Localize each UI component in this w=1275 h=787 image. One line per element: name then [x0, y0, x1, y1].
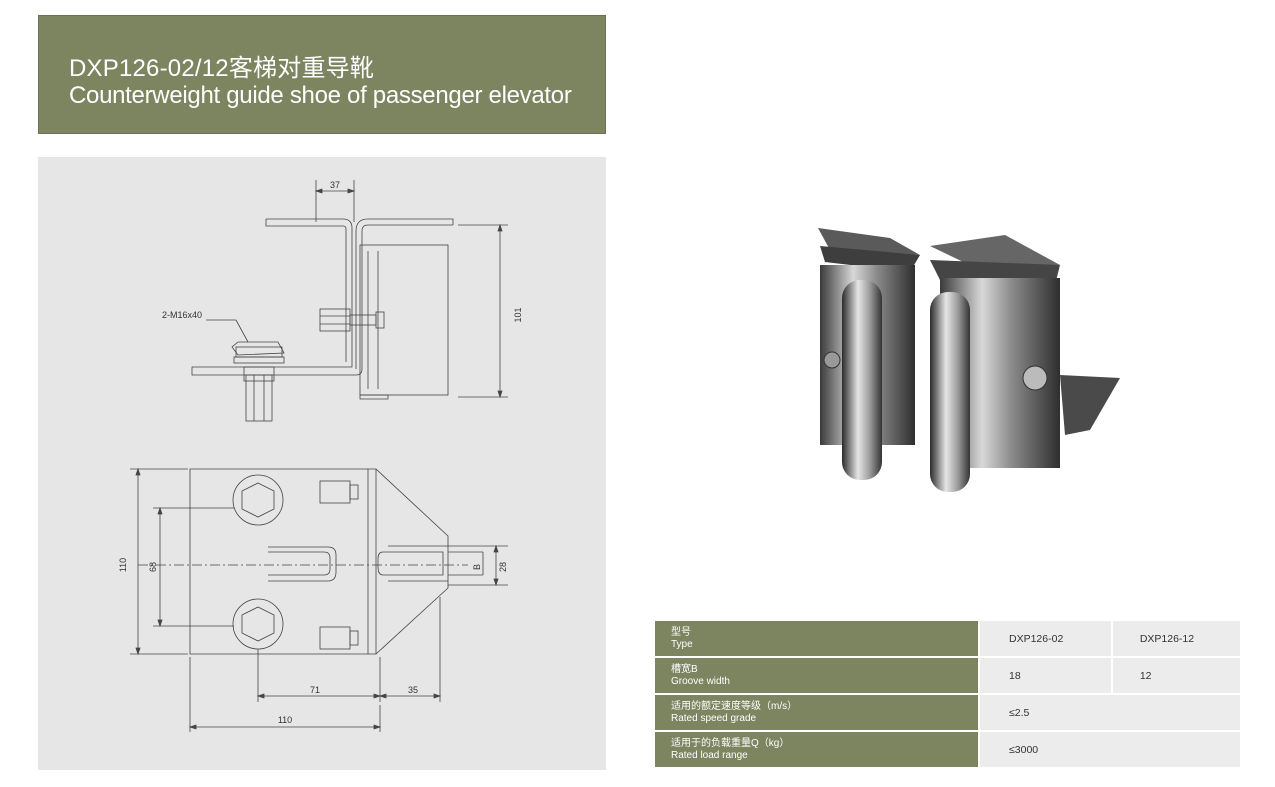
bolt-label: 2-M16x40 [162, 310, 202, 320]
dim-35: 35 [408, 685, 418, 695]
product-photo [818, 228, 1120, 492]
table-row-groove: 槽宽B Groove width 18 12 [655, 657, 1240, 695]
dim-68: 68 [148, 562, 158, 572]
cell-value: DXP126-02 [978, 621, 1112, 658]
row-header: 适用于的负载重量Q（kg） Rated load range [655, 731, 979, 769]
technical-drawing-panel: 37 101 [38, 157, 606, 770]
cell-value: ≤3000 [978, 731, 1240, 769]
row-label-zh: 适用于的负载重量Q（kg） [671, 737, 790, 749]
technical-drawing: 37 101 [118, 180, 523, 732]
row-header: 槽宽B Groove width [655, 657, 979, 695]
row-label-en: Rated load range [671, 749, 748, 761]
front-view: 110 68 B 28 71 35 [118, 467, 508, 732]
row-label-en: Type [671, 638, 693, 650]
dim-groove-b: B [472, 564, 482, 570]
side-view: 37 101 [162, 180, 523, 422]
cell-value: ≤2.5 [978, 694, 1240, 732]
row-label-zh: 型号 [671, 626, 691, 638]
title-english: Counterweight guide shoe of passenger el… [69, 82, 572, 109]
dim-37: 37 [330, 180, 340, 190]
title-banner: DXP126-02/12客梯对重导靴 Counterweight guide s… [38, 15, 606, 134]
cell-value: 18 [978, 657, 1112, 695]
dim-28: 28 [498, 562, 508, 572]
table-row-type: 型号 Type DXP126-02 DXP126-12 [655, 621, 1240, 658]
table-row-speed: 适用的额定速度等级（m/s） Rated speed grade ≤2.5 [655, 694, 1240, 732]
cell-value: 12 [1110, 657, 1240, 695]
row-label-en: Rated speed grade [671, 712, 757, 724]
title-chinese: DXP126-02/12客梯对重导靴 [69, 55, 375, 82]
dim-110-height: 110 [118, 558, 128, 572]
row-label-zh: 适用的额定速度等级（m/s） [671, 700, 798, 712]
table-row-load: 适用于的负载重量Q（kg） Rated load range ≤3000 [655, 731, 1240, 769]
dim-101: 101 [513, 307, 523, 322]
row-header: 型号 Type [655, 621, 979, 658]
cell-value: DXP126-12 [1110, 621, 1240, 658]
row-header: 适用的额定速度等级（m/s） Rated speed grade [655, 694, 979, 732]
dim-110-width: 110 [278, 715, 292, 725]
row-label-zh: 槽宽B [671, 663, 698, 675]
spec-table: 型号 Type DXP126-02 DXP126-12 槽宽B Groove w… [655, 621, 1240, 769]
dim-71: 71 [310, 685, 320, 695]
row-label-en: Groove width [671, 675, 730, 687]
